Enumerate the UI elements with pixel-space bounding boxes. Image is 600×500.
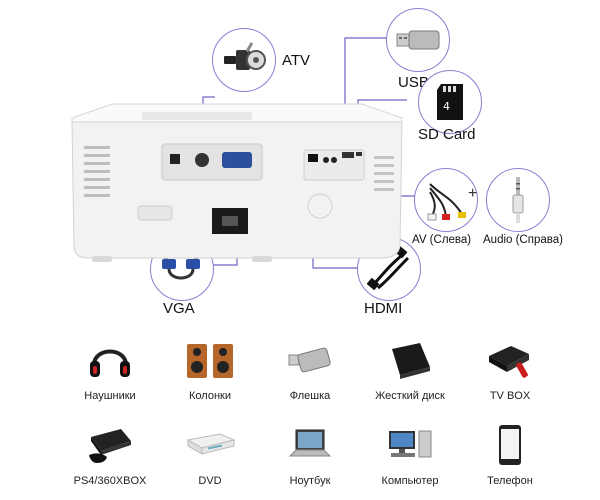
device-label: Телефон xyxy=(487,475,533,487)
av-left-label: AV (Слева) xyxy=(412,234,472,246)
device-label: Наушники xyxy=(84,390,136,402)
atv-connector-icon xyxy=(224,42,266,70)
device-item: Наушники xyxy=(60,338,160,413)
sd-card-callout: 4 xyxy=(418,70,482,134)
right-vent xyxy=(374,156,394,191)
device-item: Флешка xyxy=(260,338,360,413)
usb-flash-icon xyxy=(288,347,331,373)
device-item: DVD xyxy=(160,423,260,498)
game-console-icon xyxy=(89,429,131,463)
device-label: Ноутбук xyxy=(289,475,331,487)
usb-stick-icon xyxy=(396,30,440,50)
headphones-icon xyxy=(90,349,130,377)
computer-icon xyxy=(389,430,432,458)
device-item: Жесткий диск xyxy=(360,338,460,413)
audio-jack-icon xyxy=(512,177,524,223)
device-item: TV BOX xyxy=(460,338,560,413)
phone-icon xyxy=(499,425,521,465)
audio-right-label: Audio (Справа) xyxy=(483,234,563,246)
speakers-icon xyxy=(187,344,233,378)
device-grid: Наушники Колонки Флешка xyxy=(60,338,560,498)
hard-drive-icon xyxy=(392,343,430,379)
sd-card-chip-label: 4 xyxy=(443,100,450,113)
sd-card-label: SD Card xyxy=(418,126,476,143)
device-item: Компьютер xyxy=(360,423,460,498)
hdmi-label: HDMI xyxy=(364,300,403,317)
plus-sign: + xyxy=(468,185,478,202)
sd-card-icon: 4 xyxy=(437,84,463,120)
device-label: Жесткий диск xyxy=(375,390,445,402)
av-callout xyxy=(414,168,478,232)
audio-callout xyxy=(486,168,550,232)
device-item: Телефон xyxy=(460,423,560,498)
device-item: Колонки xyxy=(160,338,260,413)
tv-box-icon xyxy=(489,346,529,378)
device-item: PS4/360XBOX xyxy=(60,423,160,498)
left-vent xyxy=(84,146,110,197)
device-label: Компьютер xyxy=(381,475,439,487)
device-label: Флешка xyxy=(289,390,331,402)
vga-label: VGA xyxy=(163,300,195,317)
av-cable-icon xyxy=(427,183,466,221)
usb-callout xyxy=(386,8,450,72)
device-label: TV BOX xyxy=(489,390,531,402)
laptop-icon xyxy=(288,429,332,457)
device-item: Ноутбук xyxy=(260,423,360,498)
dvd-player-icon xyxy=(186,433,236,455)
projector-rear-view xyxy=(71,103,403,262)
device-label: Колонки xyxy=(189,390,231,402)
device-label: PS4/360XBOX xyxy=(73,475,147,487)
device-label: DVD xyxy=(198,475,222,487)
atv-label: ATV xyxy=(282,52,311,69)
atv-callout xyxy=(212,28,276,92)
